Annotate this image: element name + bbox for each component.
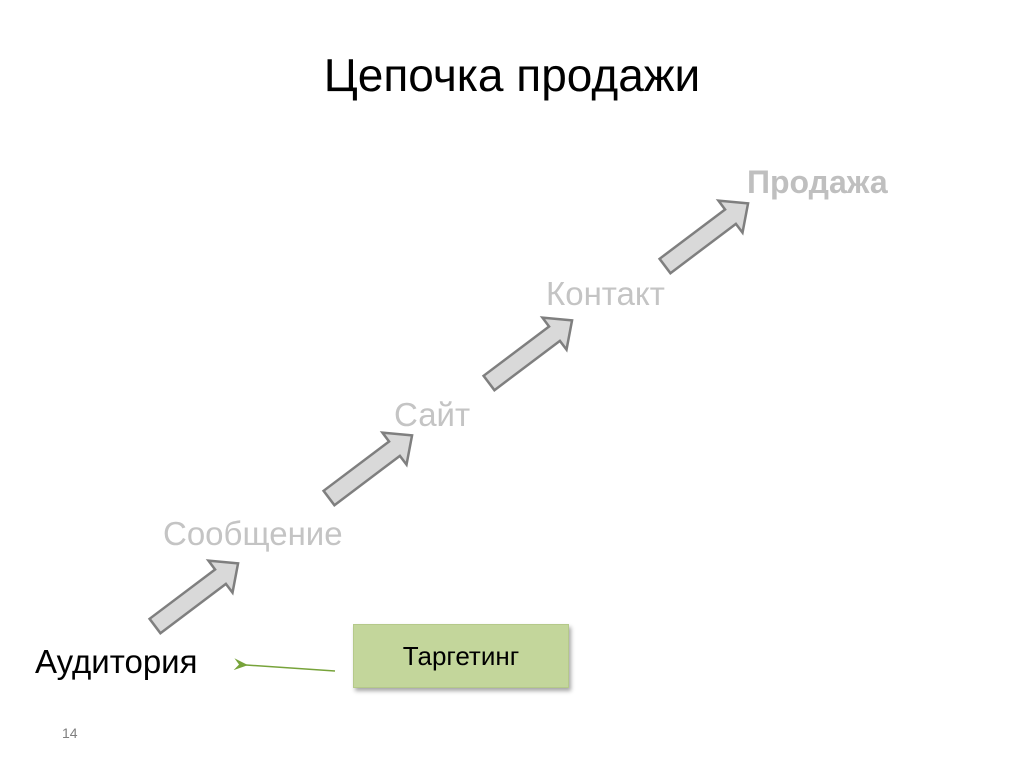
step-audience: Аудитория (35, 643, 198, 680)
step-sale: Продажа (747, 164, 888, 200)
targeting-label: Таргетинг (402, 640, 520, 671)
targeting-pointer-arrow (233, 658, 336, 672)
step-contact: Контакт (546, 275, 665, 312)
step-arrow-3 (481, 316, 574, 392)
step-arrow-1 (147, 559, 240, 635)
targeting-box: Таргетинг (353, 624, 569, 688)
slide-title: Цепочка продажи (323, 49, 701, 101)
step-arrow-2 (321, 431, 414, 507)
step-message: Сообщение (163, 515, 343, 552)
page-number: 14 (62, 725, 78, 741)
step-site: Сайт (394, 396, 471, 433)
step-arrow-4 (657, 199, 750, 275)
